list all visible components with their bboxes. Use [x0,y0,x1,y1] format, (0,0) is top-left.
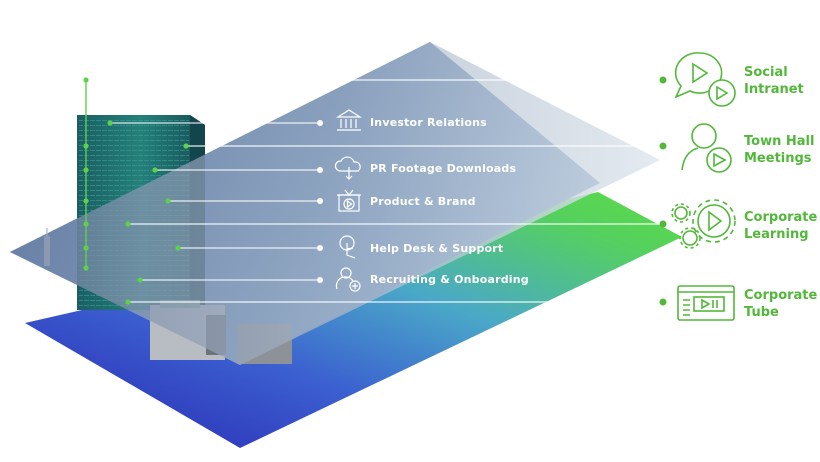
building-dot-11 [83,245,89,251]
building-dot-5 [83,167,89,173]
gift-play-icon [337,189,361,212]
building-dot-13 [83,265,89,271]
building-dot-12 [137,277,143,283]
cloud-download-icon [334,156,361,180]
building-dot-10 [175,245,181,251]
bottom-plane [25,192,682,448]
connector-node-center-4 [317,277,323,283]
connector-nodes [83,76,667,306]
connector-node-right-2 [659,220,667,228]
video-player-icon [677,285,735,321]
building-dot-2 [83,143,89,149]
building-dot-7 [83,198,89,204]
connector-node-center-1 [317,167,323,173]
connector-node-center-0 [317,120,323,126]
building-dot-3 [183,143,189,149]
connector-node-center-2 [317,198,323,204]
user-add-icon [335,267,361,292]
connector-lines [85,79,663,303]
building-dot-6 [165,198,171,204]
person-play-icon [681,123,732,173]
connector-node-center-3 [317,245,323,251]
connector-node-right-3 [659,298,667,306]
chat-play-icon [674,52,736,107]
building-dot-4 [152,167,158,173]
top-plane [10,42,660,365]
building-dot-9 [83,221,89,227]
building-dot-14 [125,299,131,305]
hand-touch-icon [339,235,356,259]
connector-node-right-0 [659,76,667,84]
connector-node-right-1 [659,142,667,150]
bank-icon [335,109,363,131]
building-dot-1 [107,120,113,126]
gears-play-icon [671,199,736,249]
building-dot-8 [125,221,131,227]
building-dot-0 [83,77,89,83]
